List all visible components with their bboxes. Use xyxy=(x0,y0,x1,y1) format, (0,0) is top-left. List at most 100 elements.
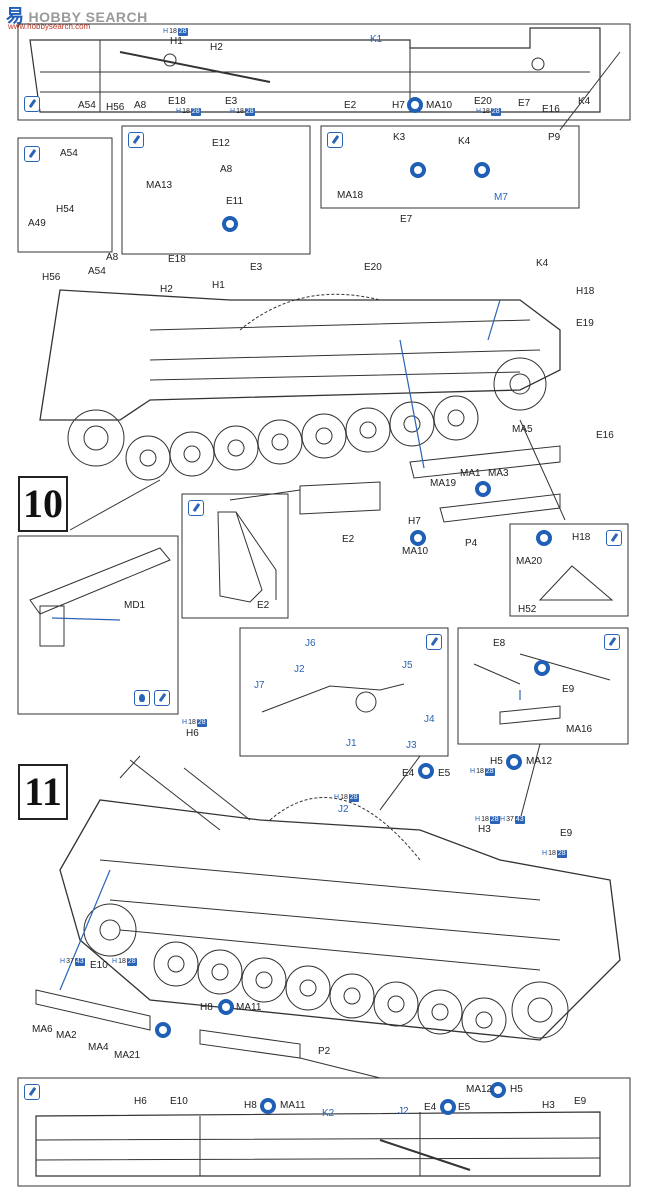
step-number-10: 10 xyxy=(18,476,68,532)
part-label: A49 xyxy=(28,218,46,229)
detail-box-k3 xyxy=(320,125,580,209)
part-label: MA12 xyxy=(526,756,553,767)
part-label: H56 xyxy=(106,102,125,113)
part-label: H2 xyxy=(210,42,223,53)
optional-part-icon xyxy=(155,1022,171,1038)
cement-tool-icon xyxy=(188,500,204,516)
optional-part-icon xyxy=(218,999,234,1015)
optional-part-icon xyxy=(490,1082,506,1098)
cement-tool-icon xyxy=(24,146,40,162)
part-label: H54 xyxy=(56,204,75,215)
part-label: J5 xyxy=(402,660,413,671)
part-label: K4 xyxy=(578,96,591,107)
part-label: E9 xyxy=(574,1096,587,1107)
part-label: MA11 xyxy=(236,1002,262,1013)
part-label: E16 xyxy=(596,430,614,441)
cement-tool-icon xyxy=(604,634,620,650)
part-label: E7 xyxy=(400,214,413,225)
part-label: E2 xyxy=(344,100,357,111)
part-label: M7 xyxy=(494,192,508,203)
part-label: MA2 xyxy=(56,1030,77,1041)
detail-frame-bottom xyxy=(17,1077,631,1187)
part-label: MA13 xyxy=(146,180,173,191)
part-label: E9 xyxy=(562,684,575,695)
part-label: E11 xyxy=(226,196,244,207)
part-label: H2 xyxy=(160,284,173,295)
part-label: E20 xyxy=(474,96,492,107)
part-label: MA20 xyxy=(516,556,543,567)
part-label: MA10 xyxy=(426,100,453,111)
optional-part-icon xyxy=(410,162,426,178)
optional-part-icon xyxy=(474,162,490,178)
part-label: J2 xyxy=(294,664,305,675)
detail-box-md1 xyxy=(17,535,179,715)
part-label: E2 xyxy=(257,600,270,611)
optional-part-icon xyxy=(410,530,426,546)
detail-box-e2 xyxy=(181,493,289,619)
part-label: P4 xyxy=(465,538,478,549)
part-label: A8 xyxy=(134,100,147,111)
part-label: H8 xyxy=(200,1002,213,1013)
part-label: E3 xyxy=(225,96,238,107)
detail-box-j-parts xyxy=(239,627,449,757)
watermark-text: HOBBY SEARCH xyxy=(28,9,148,25)
part-label: E16 xyxy=(542,104,560,115)
part-label: MA4 xyxy=(88,1042,109,1053)
part-label: MA10 xyxy=(402,546,429,557)
cement-tool-icon xyxy=(24,1084,40,1100)
part-label: MA3 xyxy=(488,468,509,479)
part-label: E3 xyxy=(250,262,263,273)
part-label: H5 xyxy=(510,1084,523,1095)
part-label: A54 xyxy=(60,148,78,159)
part-label: E4 xyxy=(402,768,415,779)
watermark-logo: 易 HOBBY SEARCH www.hobbysearch.com xyxy=(6,2,148,31)
optional-part-icon xyxy=(260,1098,276,1114)
part-label: E7 xyxy=(518,98,531,109)
glue-tool-icon xyxy=(134,690,150,706)
part-label: E20 xyxy=(364,262,382,273)
cement-tool-icon xyxy=(327,132,343,148)
part-label: A8 xyxy=(220,164,233,175)
part-label: MA1 xyxy=(460,468,481,479)
optional-part-icon xyxy=(506,754,522,770)
optional-part-icon xyxy=(407,97,423,113)
watermark-cn: 易 xyxy=(6,6,24,27)
part-label: E10 xyxy=(170,1096,188,1107)
detail-frame-top xyxy=(17,23,631,121)
part-label: K2 xyxy=(322,1108,335,1119)
part-label: H8 xyxy=(244,1100,257,1111)
part-label: P2 xyxy=(318,1046,331,1057)
part-label: A54 xyxy=(78,100,96,111)
part-label: H56 xyxy=(42,272,61,283)
part-label: MA16 xyxy=(566,724,593,735)
part-label: J4 xyxy=(424,714,435,725)
cement-tool-icon xyxy=(128,132,144,148)
part-label: MA21 xyxy=(114,1050,141,1061)
part-label: P9 xyxy=(548,132,561,143)
part-label: MA18 xyxy=(337,190,364,201)
part-label: H52 xyxy=(518,604,537,615)
detail-box-a54 xyxy=(17,137,113,253)
part-label: E2 xyxy=(342,534,355,545)
part-label: K3 xyxy=(393,132,406,143)
part-label: H3 xyxy=(542,1100,555,1111)
part-label: E19 xyxy=(576,318,594,329)
part-label: H5 xyxy=(490,756,503,767)
part-label: H1 xyxy=(212,280,225,291)
part-label: H6 xyxy=(186,728,199,739)
cement-tool-icon xyxy=(154,690,170,706)
part-label: MA12 xyxy=(466,1084,493,1095)
part-label: MA6 xyxy=(32,1024,53,1035)
part-label: H7 xyxy=(392,100,405,111)
cement-tool-icon xyxy=(606,530,622,546)
part-label: H18 xyxy=(576,286,595,297)
part-label: E18 xyxy=(168,96,186,107)
optional-part-icon xyxy=(536,530,552,546)
